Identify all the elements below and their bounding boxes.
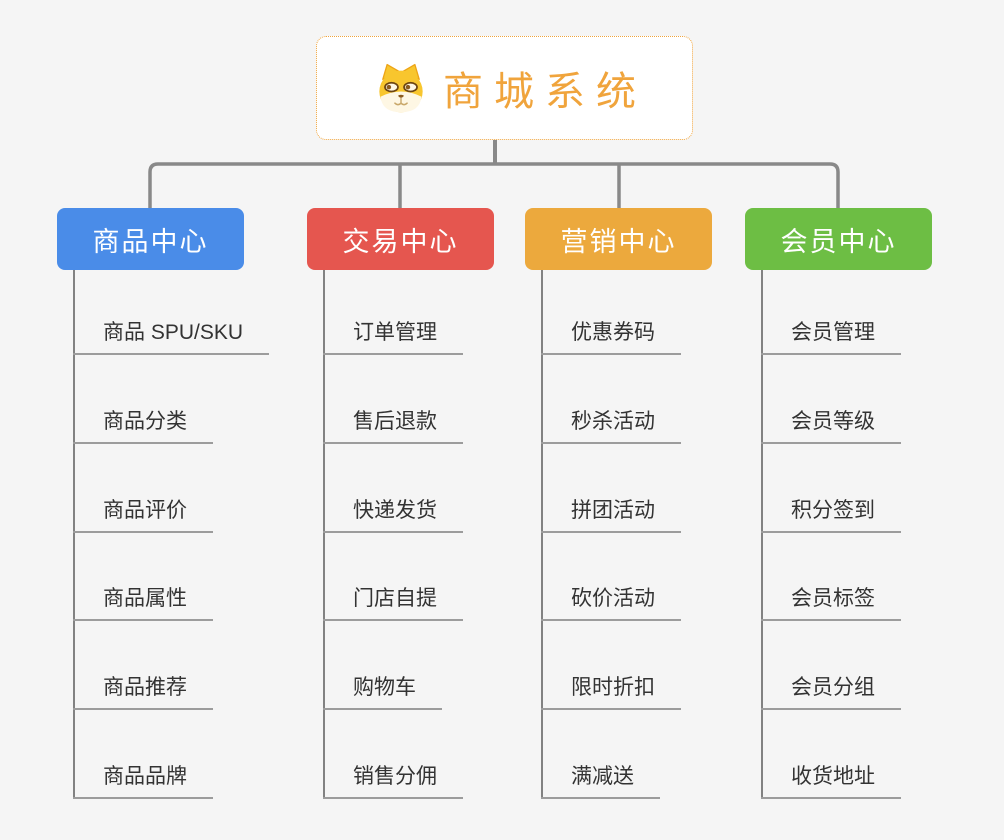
branch-trunk-line xyxy=(323,270,325,799)
branch-item[interactable]: 积分签到 xyxy=(761,497,901,533)
branch-item[interactable]: 会员管理 xyxy=(761,319,901,355)
branch-item[interactable]: 订单管理 xyxy=(323,319,463,355)
branch-item[interactable]: 销售分佣 xyxy=(323,763,463,799)
branch-product-center: 商品中心商品 SPU/SKU 商品分类商品评价商品属性商品推荐商品品牌 xyxy=(57,208,307,808)
branch-item[interactable]: 秒杀活动 xyxy=(541,408,681,444)
root-node[interactable]: 商城系统 xyxy=(316,36,693,140)
branch-item[interactable]: 商品 SPU/SKU xyxy=(73,319,270,355)
branch-item[interactable]: 快递发货 xyxy=(323,497,463,533)
branch-item[interactable]: 商品属性 xyxy=(73,585,213,621)
branch-item[interactable]: 购物车 xyxy=(323,674,442,710)
branch-item[interactable]: 砍价活动 xyxy=(541,585,681,621)
branch-item[interactable]: 商品品牌 xyxy=(73,763,213,799)
branch-trunk-line xyxy=(761,270,763,799)
branch-item[interactable]: 商品评价 xyxy=(73,497,213,533)
branch-marketing-center: 营销中心优惠券码秒杀活动拼团活动砍价活动限时折扣满减送 xyxy=(525,208,775,808)
branch-item[interactable]: 售后退款 xyxy=(323,408,463,444)
root-title: 商城系统 xyxy=(443,70,647,114)
branch-trunk-line xyxy=(541,270,543,799)
branch-item[interactable]: 会员标签 xyxy=(761,585,901,621)
branch-header-marketing-center[interactable]: 营销中心 xyxy=(525,208,712,270)
branch-header-trade-center[interactable]: 交易中心 xyxy=(307,208,494,270)
branch-header-product-center[interactable]: 商品中心 xyxy=(57,208,244,270)
branch-member-center: 会员中心会员管理会员等级积分签到会员标签会员分组收货地址 xyxy=(745,208,995,808)
branch-item[interactable]: 会员等级 xyxy=(761,408,901,444)
branch-bus-line xyxy=(148,162,840,208)
branch-item[interactable]: 拼团活动 xyxy=(541,497,681,533)
branch-item[interactable]: 收货地址 xyxy=(761,763,901,799)
branch-item[interactable]: 满减送 xyxy=(541,763,660,799)
branch-item[interactable]: 商品分类 xyxy=(73,408,213,444)
branch-trade-center: 交易中心订单管理售后退款快递发货门店自提购物车销售分佣 xyxy=(307,208,557,808)
branch-item[interactable]: 限时折扣 xyxy=(541,674,681,710)
branch-header-member-center[interactable]: 会员中心 xyxy=(745,208,932,270)
branch-item[interactable]: 优惠券码 xyxy=(541,319,681,355)
branch-trunk-line xyxy=(73,270,75,799)
branch-item[interactable]: 商品推荐 xyxy=(73,674,213,710)
branch-item[interactable]: 会员分组 xyxy=(761,674,901,710)
shiba-dog-icon xyxy=(379,63,423,113)
branch-item[interactable]: 门店自提 xyxy=(323,585,463,621)
